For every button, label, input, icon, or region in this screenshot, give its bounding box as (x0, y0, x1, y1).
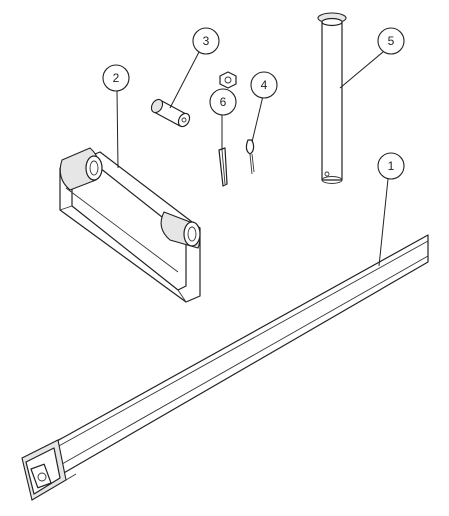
leader-4 (251, 95, 264, 143)
leader-3 (169, 51, 200, 109)
leader-5 (339, 51, 384, 89)
leader-lines (116, 51, 389, 267)
part-4-r-clip (245, 139, 255, 175)
callout-1-label: 1 (388, 159, 395, 173)
callout-5: 5 (377, 27, 405, 55)
callout-2-label: 2 (113, 71, 120, 85)
hex-nut (219, 71, 237, 89)
callout-3: 3 (192, 27, 220, 55)
callout-4: 4 (250, 71, 278, 99)
part-5-long-pin (317, 12, 347, 184)
leader-2 (116, 90, 119, 169)
callout-6: 6 (209, 88, 237, 116)
callout-2: 2 (102, 64, 130, 92)
callout-3-label: 3 (203, 34, 210, 48)
callout-4-label: 4 (261, 78, 268, 92)
callout-6-label: 6 (220, 95, 227, 109)
part-2-handle (59, 147, 201, 303)
callout-5-label: 5 (388, 34, 395, 48)
callout-1: 1 (377, 152, 405, 180)
part-6-cotter-pin (218, 147, 228, 187)
part-3-clevis-pin (150, 98, 191, 128)
leader-1 (378, 178, 389, 267)
part-1-long-tube (21, 234, 429, 501)
